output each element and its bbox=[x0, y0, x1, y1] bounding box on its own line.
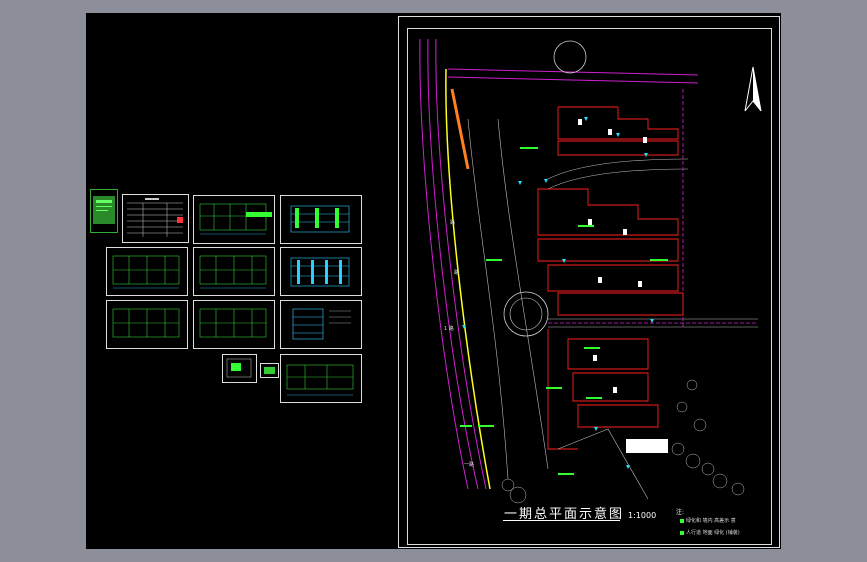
road-label-2: 路 bbox=[454, 270, 460, 276]
sheet-elevation-1[interactable] bbox=[280, 195, 362, 244]
drawing-sheets-area bbox=[86, 13, 391, 549]
plan-title-underline bbox=[503, 520, 620, 521]
road-label-4: 一路 bbox=[464, 462, 475, 468]
sheet-section-1[interactable] bbox=[280, 300, 362, 349]
site-plan-drawing bbox=[419, 38, 758, 504]
cad-drawing-canvas[interactable]: 路 路 1 路 一路 注: 绿化和 墙内 高差示 意 人行道 地面 绿化 (铺装… bbox=[86, 13, 781, 549]
sheet-plan-1[interactable] bbox=[193, 195, 275, 244]
road-label-3: 1 路 bbox=[444, 326, 454, 332]
sheet-detail-1[interactable] bbox=[222, 354, 257, 383]
north-arrow-icon bbox=[744, 66, 762, 112]
sheet-site-plan[interactable] bbox=[280, 354, 362, 403]
sheet-plan-4[interactable] bbox=[106, 300, 188, 349]
legend-item-1: 绿化和 墙内 高差示 意 bbox=[680, 517, 736, 524]
sheet-cover[interactable] bbox=[90, 189, 118, 233]
sheet-plan-3[interactable] bbox=[193, 247, 275, 296]
sheet-elevation-2[interactable] bbox=[280, 247, 362, 296]
legend-item-2: 人行道 地面 绿化 (铺装) bbox=[680, 529, 740, 536]
plan-scale: 1:1000 bbox=[628, 511, 657, 520]
legend-title: 注: bbox=[676, 509, 685, 516]
sheet-detail-2[interactable] bbox=[260, 363, 279, 378]
sheet-plan-5[interactable] bbox=[193, 300, 275, 349]
sheet-index[interactable] bbox=[122, 194, 189, 243]
road-label-1: 路 bbox=[450, 220, 456, 226]
site-plan-frame: 路 路 1 路 一路 注: 绿化和 墙内 高差示 意 人行道 地面 绿化 (铺装… bbox=[407, 28, 772, 545]
site-plan-sheet[interactable]: 路 路 1 路 一路 注: 绿化和 墙内 高差示 意 人行道 地面 绿化 (铺装… bbox=[398, 16, 780, 548]
sheet-plan-2[interactable] bbox=[106, 247, 188, 296]
